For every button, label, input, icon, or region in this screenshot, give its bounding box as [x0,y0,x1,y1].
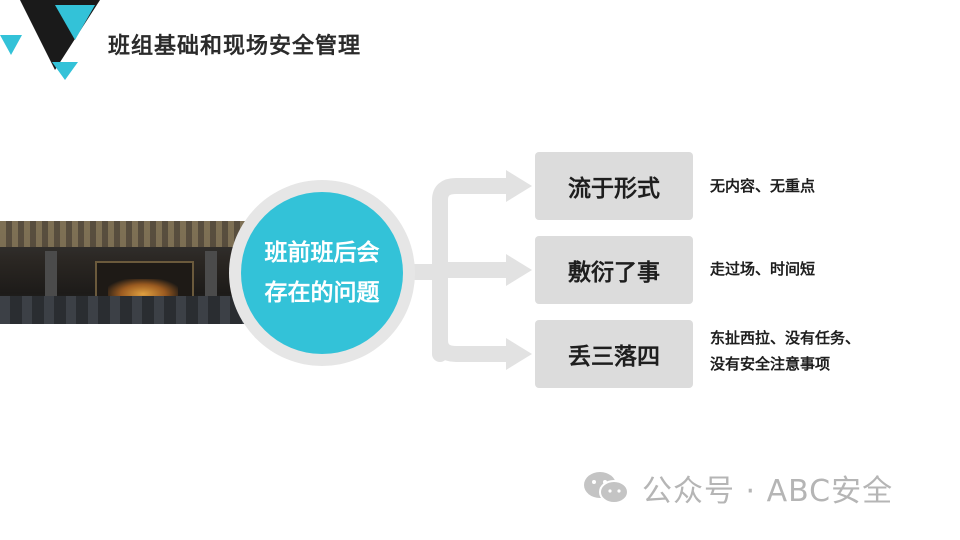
problem-box-3: 丢三落四 [535,320,693,388]
problem-desc-3-line-2: 没有安全注意事项 [710,355,831,373]
problem-box-1: 流于形式 [535,152,693,220]
wechat-icon [584,472,629,504]
watermark: 公众号 · ABC安全 [582,468,894,509]
problem-desc-1-line-1: 无内容、无重点 [710,177,816,195]
center-line-2: 存在的问题 [264,280,380,306]
center-line-1: 班前班后会 [264,240,380,266]
corner-logo [0,0,100,80]
problem-desc-2-line-1: 走过场、时间短 [710,260,816,278]
problem-desc-3-line-1: 东扯西拉、没有任务、 [710,329,861,347]
center-circle: 班前班后会 存在的问题 [241,192,403,354]
page-title: 班组基础和现场安全管理 [108,34,362,59]
watermark-text: 公众号 · ABC安全 [642,474,894,509]
problem-box-2: 敷衍了事 [535,236,693,304]
problem-desc-3: 东扯西拉、没有任务、 没有安全注意事项 [710,325,860,377]
problem-desc-2: 走过场、时间短 [710,256,815,282]
hall-photo [0,221,245,324]
problem-desc-1: 无内容、无重点 [710,173,815,199]
